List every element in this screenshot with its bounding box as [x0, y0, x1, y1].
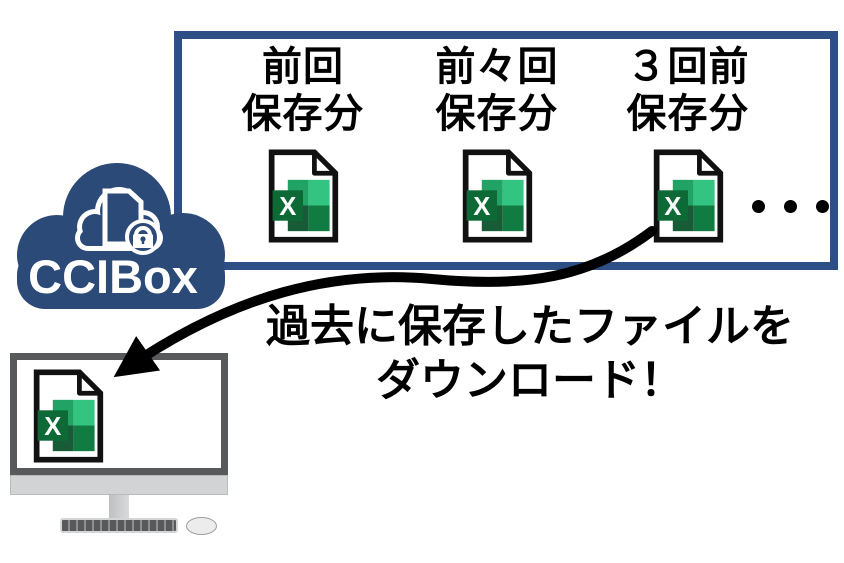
monitor-stand: [109, 495, 129, 520]
saved-file-label: 前回 保存分: [208, 44, 398, 138]
saved-file-three-ago: ３回前 保存分: [593, 44, 783, 244]
saved-file-previous: 前回 保存分: [208, 44, 398, 244]
mouse-icon: [186, 517, 217, 535]
dot: [784, 200, 797, 213]
label-line: ３回前: [626, 45, 750, 89]
dot: [752, 200, 765, 213]
label-line: 保存分: [241, 92, 365, 136]
dot: [816, 200, 829, 213]
label-line: 前々回: [435, 45, 559, 89]
ellipsis-dots-icon: [752, 200, 829, 213]
lock-icon: [125, 219, 161, 255]
saved-file-label: 前々回 保存分: [402, 44, 592, 138]
caption-line-1: 過去に保存したファイルを: [266, 302, 794, 351]
excel-file-icon: [459, 148, 535, 244]
label-line: 前回: [262, 45, 344, 89]
monitor-chin: [10, 475, 228, 495]
ccibox-wordmark: CCIBox: [28, 250, 198, 303]
saved-file-two-ago: 前々回 保存分: [402, 44, 592, 244]
keyboard-icon: [60, 518, 178, 533]
caption-text: 過去に保存したファイルを ダウンロード！: [235, 300, 825, 408]
excel-file-icon: [265, 148, 341, 244]
label-line: 保存分: [626, 92, 750, 136]
excel-file-icon: [650, 148, 726, 244]
label-line: 保存分: [435, 92, 559, 136]
saved-file-label: ３回前 保存分: [593, 44, 783, 138]
caption-line-2: ダウンロード！: [376, 356, 684, 405]
excel-file-icon: [30, 368, 106, 464]
